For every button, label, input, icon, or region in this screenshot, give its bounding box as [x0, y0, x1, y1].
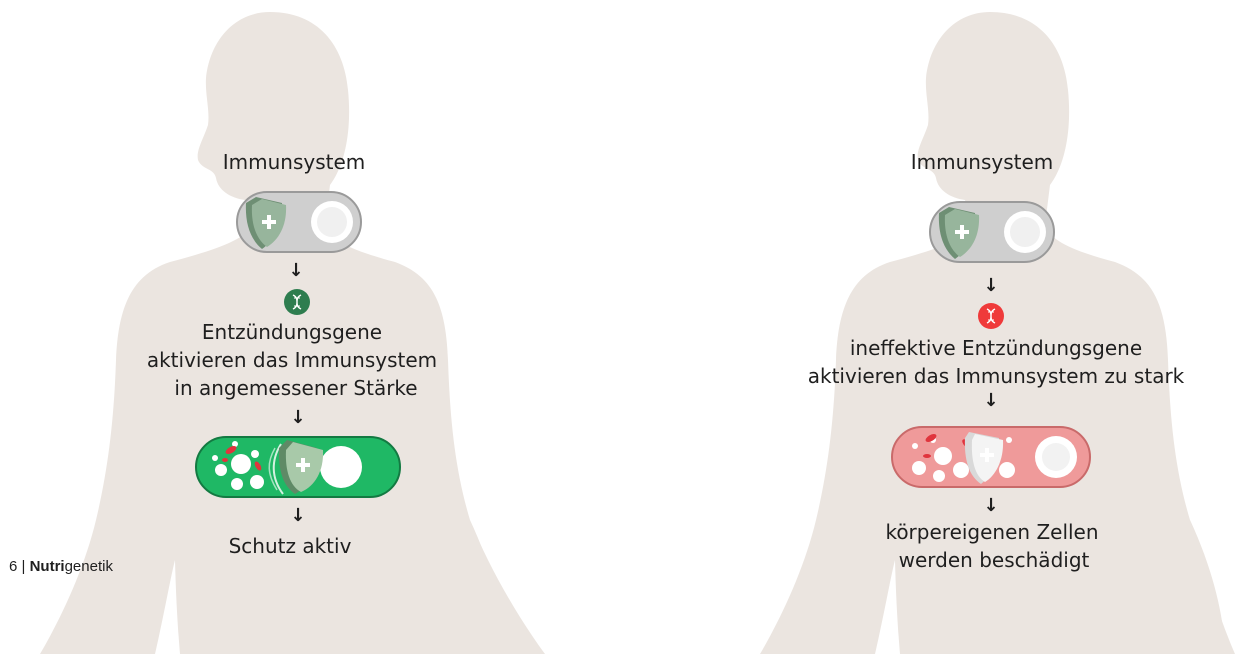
left-title: Immunsystem — [223, 148, 366, 176]
immune-toggle-neutral-right — [929, 201, 1055, 263]
left-gene-text-3: in angemessener Stärke — [174, 374, 417, 402]
dna-icon — [284, 289, 310, 315]
left-result-text: Schutz aktiv — [229, 532, 352, 560]
immune-toggle-overactive-right — [891, 426, 1091, 488]
immune-toggle-active-left — [195, 436, 401, 498]
arrow-2-left: ↓ — [290, 409, 305, 427]
page-footer: 6 | Nutrigenetik — [9, 558, 113, 575]
brand-bold: Nutri — [30, 558, 65, 575]
arrow-1-left: ↓ — [288, 262, 303, 280]
immune-toggle-neutral-left — [236, 191, 362, 253]
arrow-3-right: ↓ — [983, 497, 998, 515]
dna-icon — [978, 303, 1004, 329]
arrow-2-right: ↓ — [983, 392, 998, 410]
right-title: Immunsystem — [911, 148, 1054, 176]
right-gene-text-2: aktivieren das Immunsystem zu stark — [808, 362, 1185, 390]
left-panel: Immunsystem ↓ Entzündungsgene aktivieren… — [0, 0, 600, 654]
page-number: 6 — [9, 558, 17, 575]
footer-separator: | — [22, 558, 26, 575]
right-result-text-2: werden beschädigt — [899, 546, 1090, 574]
left-gene-text-1: Entzündungsgene — [202, 318, 382, 346]
arrow-3-left: ↓ — [290, 507, 305, 525]
right-panel: Immunsystem ↓ ineffektive Entzündungsgen… — [640, 0, 1240, 654]
right-result-text-1: körpereigenen Zellen — [885, 518, 1098, 546]
left-gene-text-2: aktivieren das Immunsystem — [147, 346, 437, 374]
arrow-1-right: ↓ — [983, 277, 998, 295]
right-gene-text-1: ineffektive Entzündungsgene — [850, 334, 1142, 362]
brand-rest: genetik — [65, 558, 113, 575]
